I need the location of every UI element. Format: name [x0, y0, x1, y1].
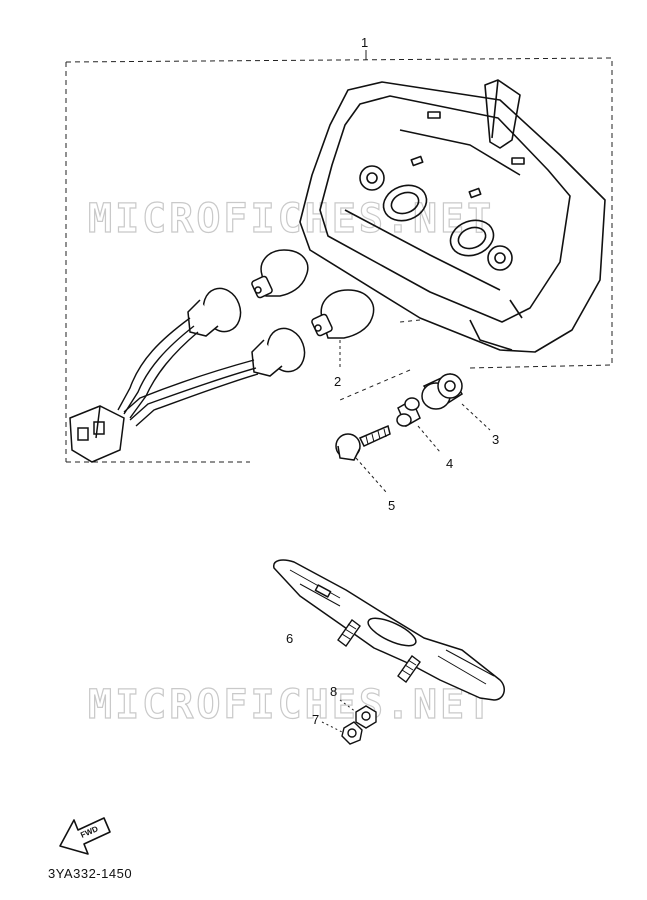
- wire-connector: [69, 405, 125, 463]
- leader-5: [355, 457, 387, 493]
- license-bracket: [273, 559, 505, 701]
- leader-3: [461, 403, 491, 431]
- socket-lower: [251, 327, 306, 377]
- guide-lines: [339, 319, 421, 401]
- bolt: [335, 424, 391, 461]
- callout-4: 4: [446, 456, 453, 471]
- callout-3: 3: [492, 432, 499, 447]
- leader-4: [417, 425, 441, 453]
- leader-8: [339, 699, 357, 713]
- fwd-arrow-icon: FWD: [59, 817, 111, 855]
- diagram-code: 3YA332-1450: [48, 866, 133, 881]
- callout-8: 8: [330, 684, 337, 699]
- callout-5: 5: [388, 498, 395, 513]
- grommet: [421, 373, 464, 410]
- leader-7: [321, 721, 343, 733]
- socket-upper: [187, 287, 242, 337]
- callout-6: 6: [286, 631, 293, 646]
- bulb-upper: [251, 249, 309, 299]
- washer: [341, 721, 363, 745]
- callout-7: 7: [312, 712, 319, 727]
- wiring-harness: [117, 317, 259, 427]
- taillight-housing: [299, 79, 606, 353]
- bulb-lower: [311, 289, 375, 339]
- callout-2: 2: [334, 374, 341, 389]
- callout-1: 1: [361, 35, 368, 50]
- collar: [396, 397, 421, 428]
- nut: [355, 705, 377, 729]
- watermark-bottom: MICROFICHES.NET: [88, 682, 494, 728]
- watermark-top: MICROFICHES.NET: [88, 196, 494, 242]
- bracket-studs: [337, 619, 421, 683]
- assembly-boundary: [65, 57, 613, 463]
